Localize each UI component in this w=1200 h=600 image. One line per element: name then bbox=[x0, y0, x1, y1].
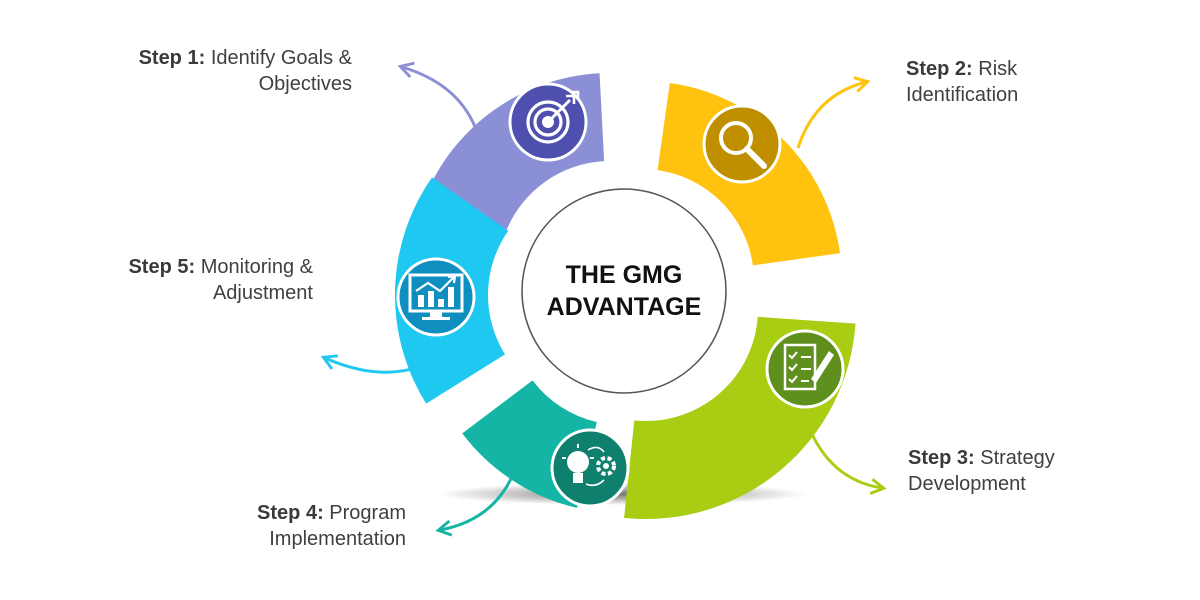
checklist-pencil-icon bbox=[765, 329, 845, 409]
step-2-text-line2: Identification bbox=[906, 84, 1019, 106]
step-5-text-line1: Monitoring & bbox=[200, 256, 313, 278]
magnifier-icon bbox=[702, 104, 782, 184]
step-3-label: Step 3: Strategy Development bbox=[908, 445, 1128, 497]
arrow-step-2 bbox=[796, 76, 871, 149]
arrow-step-5 bbox=[320, 354, 416, 374]
center-title-line2: ADVANTAGE bbox=[546, 293, 702, 321]
step-4-text-line2: Implementation bbox=[269, 528, 406, 550]
step-3-text-line1: Strategy bbox=[980, 447, 1055, 469]
target-icon bbox=[508, 82, 588, 162]
step-3-number: Step 3: bbox=[908, 447, 975, 469]
step-1-text-line1: Identify Goals & bbox=[210, 47, 352, 69]
step-2-number: Step 2: bbox=[906, 58, 973, 80]
step-2-text-line1: Risk bbox=[978, 58, 1018, 80]
arrow-step-3 bbox=[806, 424, 887, 495]
step-4-number: Step 4: bbox=[257, 502, 324, 524]
step-5-number: Step 5: bbox=[128, 256, 196, 278]
step-1-label: Step 1: Identify Goals & Objectives bbox=[100, 45, 352, 97]
step-5-text-line2: Adjustment bbox=[212, 282, 313, 304]
lightbulb-gear-icon bbox=[550, 428, 630, 508]
step-3-text-line2: Development bbox=[908, 473, 1026, 495]
step-5-label: Step 5: Monitoring & Adjustment bbox=[60, 254, 313, 306]
center-title-line1: THE GMG bbox=[565, 261, 683, 289]
step-1-number: Step 1: bbox=[138, 47, 206, 69]
center-title: THE GMG ADVANTAGE bbox=[524, 259, 724, 323]
step-1-text-line2: Objectives bbox=[258, 73, 352, 95]
step-2-label: Step 2: Risk Identification bbox=[906, 56, 1106, 108]
arrow-step-1 bbox=[397, 61, 480, 136]
step-4-label: Step 4: Program Implementation bbox=[196, 500, 406, 552]
center-circle bbox=[521, 188, 727, 394]
step-4-text-line1: Program bbox=[329, 502, 406, 524]
monitor-chart-icon bbox=[396, 257, 476, 337]
arrow-step-4 bbox=[435, 469, 517, 537]
